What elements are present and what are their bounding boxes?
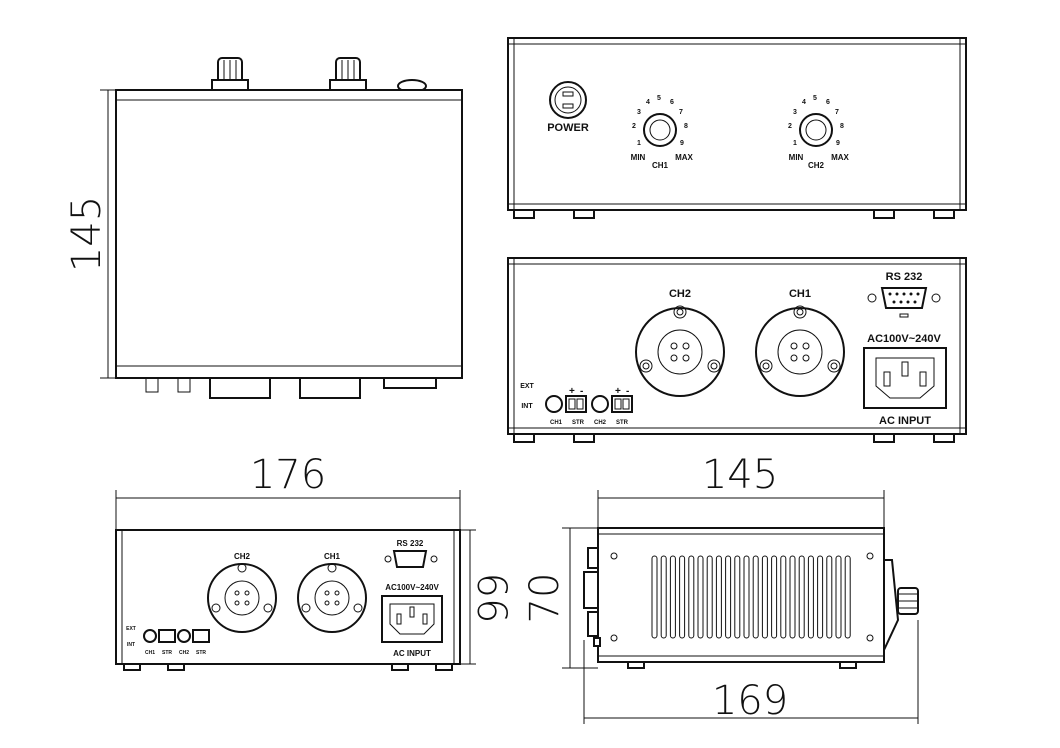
vent-slot — [651, 555, 658, 639]
ch1-scale-2: 2 — [632, 123, 636, 130]
ch2-scale-5: 5 — [813, 95, 817, 102]
rear-view-large: CH2 CH1 RS 232 — [507, 257, 967, 443]
ch1-scale-1: 1 — [637, 140, 641, 147]
small-ch1-label: CH1 — [324, 552, 341, 561]
vent-slot — [844, 555, 851, 639]
power-label: POWER — [547, 122, 589, 134]
ch2-volume-knob: 1 2 3 4 5 6 7 8 9 MIN MAX CH2 — [788, 95, 850, 170]
vent-slot — [688, 555, 695, 639]
small-int-label: INT — [127, 642, 135, 648]
ch1-scale-6: 6 — [670, 99, 674, 106]
ch2-scale-4: 4 — [802, 99, 806, 106]
rear-term-str-2: STR — [616, 420, 629, 426]
ch2-scale-1: 1 — [793, 140, 797, 147]
small-ac-voltage-label: AC100V~240V — [385, 583, 439, 592]
ch1-scale-8: 8 — [684, 123, 688, 130]
rear-term-str-1: STR — [572, 420, 585, 426]
top-view-body — [115, 89, 463, 379]
ch2-scale-9: 9 — [836, 140, 840, 147]
vent-slot — [807, 555, 814, 639]
vent-slot — [826, 555, 833, 639]
ch2-scale-8: 8 — [840, 123, 844, 130]
vent-slot — [771, 555, 778, 639]
dim-total-depth: 169 — [712, 678, 788, 724]
small-term-str-2: STR — [196, 650, 206, 656]
ch1-knob-label: CH1 — [652, 161, 669, 170]
ch1-max-label: MAX — [675, 153, 693, 162]
vent-slot — [789, 555, 796, 639]
front-panel-body — [507, 37, 967, 211]
rear-minus-1: - — [580, 386, 583, 397]
dim-total-height: 70 — [522, 573, 568, 624]
dim-width: 176 — [250, 452, 326, 498]
front-view: POWER 1 2 3 4 5 6 7 8 9 MIN MAX CH1 1 2 … — [507, 37, 967, 219]
rear-plus-2: + — [615, 386, 621, 397]
rear-ch1-xlr-connector: CH1 — [755, 288, 845, 397]
ch2-scale-3: 3 — [793, 109, 797, 116]
ch2-scale-6: 6 — [826, 99, 830, 106]
ch2-scale-7: 7 — [835, 109, 839, 116]
rear-term-ch2: CH2 — [594, 420, 607, 426]
vent-slot — [715, 555, 722, 639]
vent-slot — [706, 555, 713, 639]
ch1-scale-4: 4 — [646, 99, 650, 106]
small-ext-label: EXT — [126, 626, 136, 632]
rear-rs232-label: RS 232 — [886, 271, 923, 283]
rear-ac-voltage-label: AC100V~240V — [867, 333, 941, 345]
rear-plus-1: + — [569, 386, 575, 397]
vent-slot — [734, 555, 741, 639]
rear-term-ch1: CH1 — [550, 420, 563, 426]
ch1-min-label: MIN — [631, 153, 646, 162]
ch2-scale-2: 2 — [788, 123, 792, 130]
rear-rs232-port: RS 232 — [867, 271, 941, 318]
rear-ac-input-label: AC INPUT — [879, 415, 931, 427]
vent-slot — [743, 555, 750, 639]
rear-ac-inlet: AC INPUT — [863, 347, 947, 427]
ch1-scale-3: 3 — [637, 109, 641, 116]
top-view: 145 — [64, 57, 463, 399]
dim-top-depth: 145 — [64, 196, 110, 272]
ch1-volume-knob: 1 2 3 4 5 6 7 8 9 MIN MAX CH1 — [631, 95, 694, 170]
small-term-str-1: STR — [162, 650, 172, 656]
vent-slot — [761, 555, 768, 639]
ch2-knob-label: CH2 — [808, 161, 825, 170]
vent-slot — [660, 555, 667, 639]
ch1-scale-7: 7 — [679, 109, 683, 116]
ch1-scale-5: 5 — [657, 95, 661, 102]
vent-slot — [697, 555, 704, 639]
vent-slot — [798, 555, 805, 639]
small-ac-input-label: AC INPUT — [393, 649, 431, 658]
vent-slot — [752, 555, 759, 639]
ch2-min-label: MIN — [789, 153, 804, 162]
side-vent-slots — [651, 555, 851, 639]
top-knob-left — [211, 57, 249, 93]
rear-ext-label: EXT — [520, 383, 534, 390]
small-term-ch2: CH2 — [179, 650, 189, 656]
small-rs232-label: RS 232 — [397, 539, 424, 548]
rear-minus-2: - — [626, 386, 629, 397]
small-term-ch1: CH1 — [145, 650, 155, 656]
dim-side-depth: 145 — [702, 452, 778, 498]
vent-slot — [780, 555, 787, 639]
power-switch: POWER — [547, 81, 589, 134]
rear-ch2-xlr-connector: CH2 — [635, 288, 725, 397]
side-view: 145 70 169 — [522, 452, 919, 724]
rear-ch1-label: CH1 — [789, 288, 811, 300]
rear-int-label: INT — [521, 403, 533, 410]
rear-trigger-terminals: EXT INT + - + - CH1 STR CH2 STR — [520, 383, 633, 426]
vent-slot — [817, 555, 824, 639]
vent-slot — [835, 555, 842, 639]
vent-slot — [679, 555, 686, 639]
ch2-max-label: MAX — [831, 153, 849, 162]
vent-slot — [669, 555, 676, 639]
vent-slot — [725, 555, 732, 639]
dim-panel-height: 66 — [468, 573, 514, 624]
rear-ch2-label: CH2 — [669, 288, 691, 300]
small-ch2-label: CH2 — [234, 552, 251, 561]
top-knob-right — [329, 57, 367, 93]
rear-view-small: 176 CH2 CH1 RS 232 AC100V~240V AC INPUT … — [115, 452, 514, 671]
ch1-scale-9: 9 — [680, 140, 684, 147]
